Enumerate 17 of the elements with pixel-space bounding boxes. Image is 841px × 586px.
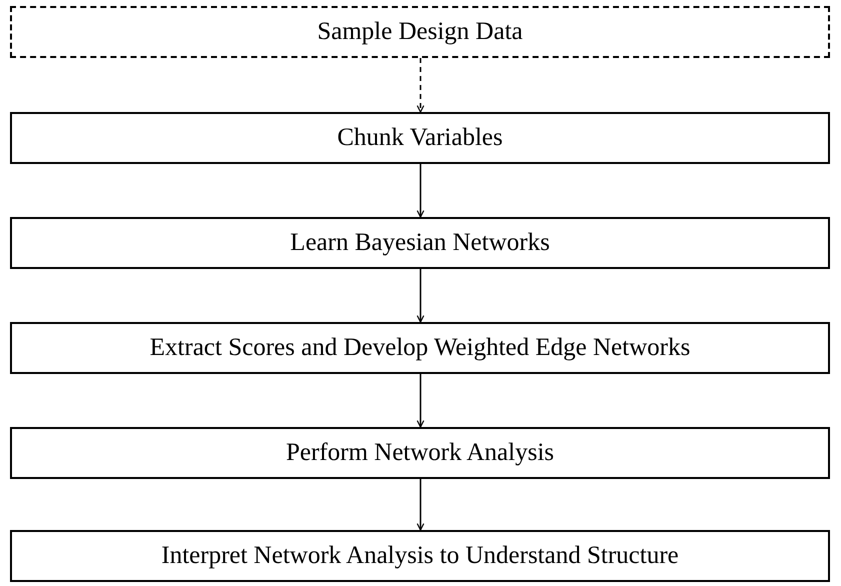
arrow [416, 58, 424, 113]
box-label: Chunk Variables [337, 124, 503, 152]
arrow [416, 269, 424, 323]
process-box [10, 530, 830, 582]
box-label: Interpret Network Analysis to Understand Structure [161, 542, 679, 570]
process-box [10, 112, 830, 164]
process-box [10, 6, 830, 58]
box-label: Learn Bayesian Networks [290, 229, 550, 257]
process-box [10, 322, 830, 374]
box-label: Extract Scores and Develop Weighted Edge Networks [150, 334, 690, 362]
process-box [10, 217, 830, 269]
arrow [416, 164, 424, 218]
box-label: Perform Network Analysis [286, 439, 554, 467]
arrow [416, 374, 424, 428]
process-box [10, 427, 830, 479]
arrow [416, 479, 424, 531]
box-label: Sample Design Data [317, 18, 523, 46]
